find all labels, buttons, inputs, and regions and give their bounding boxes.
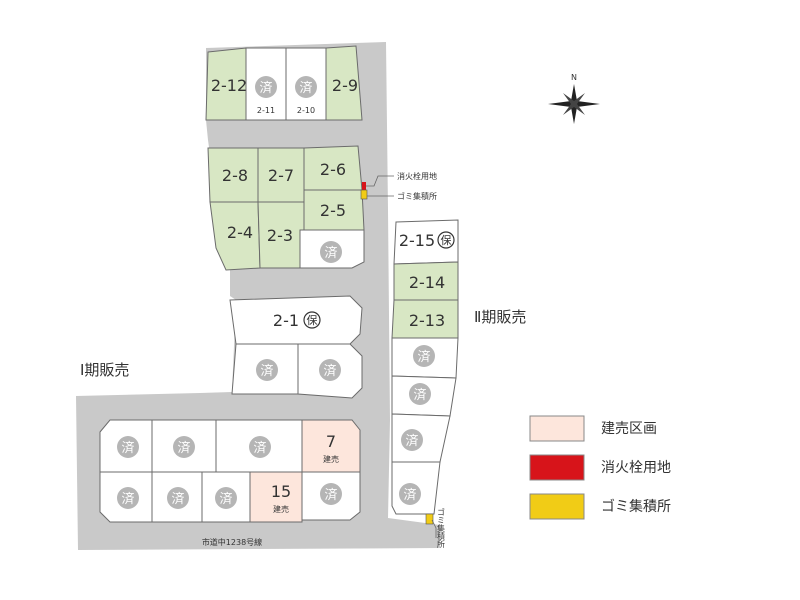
lot-label-2-8: 2-8 [222,166,248,185]
sold-badge [256,359,278,381]
hydrant-callout-text: 消火栓用地 [397,171,437,181]
legend-label-hydrant: 消火栓用地 [601,460,671,476]
compass-arrow-se [574,104,585,115]
lot-label-15: 15 [271,482,291,501]
lot-sub-7: 建売 [323,454,339,464]
lot-label-2-15: 2-15 [399,231,435,250]
lot-label-2-5: 2-5 [320,201,346,220]
lot-label-2-3: 2-3 [267,226,293,245]
hydrant-site [362,182,366,190]
sold-badge-text: 済 [121,491,134,507]
sold-badge-text: 済 [177,440,190,456]
garbage-site-2 [425,513,434,525]
compass-letter: N [571,73,577,82]
sold-badge [320,483,342,505]
lot-labels: 2-12 2-11 2-10 2-9 2-8 2-7 2-6 2-5 2-4 2… [211,76,445,514]
reserved-mark-2-15: 保 [441,233,452,247]
lot-label-2-12: 2-12 [211,76,247,95]
lot-15[interactable] [249,471,303,523]
lot-2-4[interactable] [209,201,261,271]
sold-badge [295,76,317,98]
sold-badge-text: 済 [405,433,418,449]
sold-badge-text: 済 [171,491,184,507]
sold-badge [117,436,139,458]
road-label: 市道中1238号線 [202,537,262,547]
lot-label-2-7: 2-7 [268,166,294,185]
sold-badge [173,436,195,458]
legend-swatch-house [529,415,585,442]
sold-badge-text: 済 [219,491,232,507]
lot-label-2-6: 2-6 [320,160,346,179]
sold-badge [319,359,341,381]
sold-badge [249,436,271,458]
compass-arrow-nw [563,93,574,104]
legend-swatch-hydrant [529,454,585,481]
sold-badge [409,383,431,405]
sold-badge-text: 済 [260,363,273,379]
lot-label-2-10: 2-10 [297,106,315,115]
compass-arrow-sw [563,104,574,115]
garbage-callout-line-2 [431,519,437,538]
lot-label-2-11: 2-11 [257,106,275,115]
block-middle [207,145,365,271]
sold-badge-text: 済 [323,363,336,379]
sold-badge [117,487,139,509]
hydrant-callout-line [366,175,394,187]
lot-label-2-1: 2-1 [273,311,299,330]
sold-badge-text: 済 [121,440,134,456]
phase2-label: Ⅱ期販売 [474,308,526,326]
sold-badge [167,487,189,509]
sold-badge-text: 済 [253,440,266,456]
garbage-site [360,189,368,200]
reserved-marks: 保 保 [303,231,455,329]
compass-arrow-s [571,104,577,124]
sold-badge-text: 済 [324,487,337,503]
sold-badge [401,429,423,451]
lot-label-2-9: 2-9 [332,76,358,95]
sold-badge-text: 済 [259,80,272,96]
legend: 建売区画 消火栓用地 ゴミ集積所 [529,415,671,520]
compass-arrow-ne [574,93,585,104]
legend-label-garbage: ゴミ集積所 [601,498,671,515]
reserved-circle-2-1 [303,311,321,329]
lot-sub-15: 建売 [273,504,289,514]
sold-badges: 済 済 済 済 済 済 済 済 済 済 済 済 済 済 済 済 [117,76,435,509]
reserved-circle-2-15 [437,231,455,249]
compass: N [548,73,600,124]
compass-arrow-w [548,101,574,107]
sold-badge [399,483,421,505]
sold-badge-text: 済 [324,245,337,261]
lot-label-2-14: 2-14 [409,273,445,292]
sold-badge-text: 済 [403,487,416,503]
sold-badge [320,241,342,263]
sold-badge [413,345,435,367]
sold-badge-text: 済 [413,387,426,403]
lot-label-7: 7 [326,432,336,451]
sold-badge [215,487,237,509]
legend-label-house: 建売区画 [601,421,657,437]
sold-badge-text: 済 [417,349,430,365]
compass-arrow-e [574,101,600,107]
legend-swatch-garbage [529,493,585,520]
lot-2-9[interactable] [325,45,363,121]
lot-label-2-4: 2-4 [227,223,253,242]
sold-badge [255,76,277,98]
phase1-label: Ⅰ期販売 [80,361,129,379]
sold-badge-text: 済 [299,80,312,96]
lot-7[interactable] [301,419,361,473]
reserved-mark-2-1: 保 [307,313,318,327]
compass-arrow-n [571,84,577,104]
block-east [391,219,459,515]
garbage-callout-text: ゴミ集積所 [397,191,437,201]
garbage-callout-text-vertical: ゴミ集積所 [437,507,446,549]
lot-label-2-13: 2-13 [409,311,445,330]
